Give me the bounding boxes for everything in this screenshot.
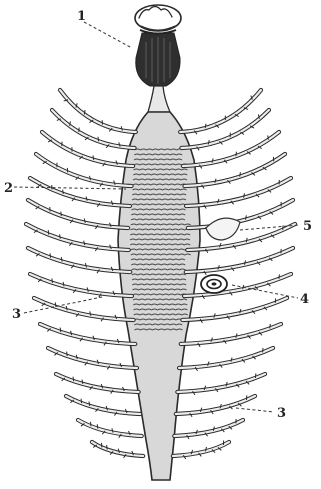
pinna [179,348,273,371]
pinna [48,348,137,369]
structure-5 [206,218,240,240]
organ-4 [201,275,227,293]
pinna [30,274,132,297]
pinna [184,154,285,189]
label-5: 5 [303,219,312,234]
pinna [182,298,287,323]
head-polyp [135,5,181,86]
pinna [36,154,132,186]
label-3a: 3 [12,307,21,322]
pinna [34,298,134,321]
stalk [148,86,170,112]
pinna [176,395,255,416]
pinna [186,248,293,275]
pinna [186,178,291,209]
pinna [177,373,265,394]
label-4: 4 [300,292,309,307]
pinna [66,396,140,416]
label-3b: 3 [277,406,286,421]
pinna [40,324,135,345]
label-2: 2 [4,181,13,196]
pinna [56,374,139,394]
pinna [30,178,130,207]
pinna [173,440,229,458]
pinna [28,248,130,273]
pinna [78,420,142,438]
pinna [174,419,243,439]
label-1: 1 [77,9,86,24]
pinna [92,442,143,458]
pinna [181,324,281,347]
